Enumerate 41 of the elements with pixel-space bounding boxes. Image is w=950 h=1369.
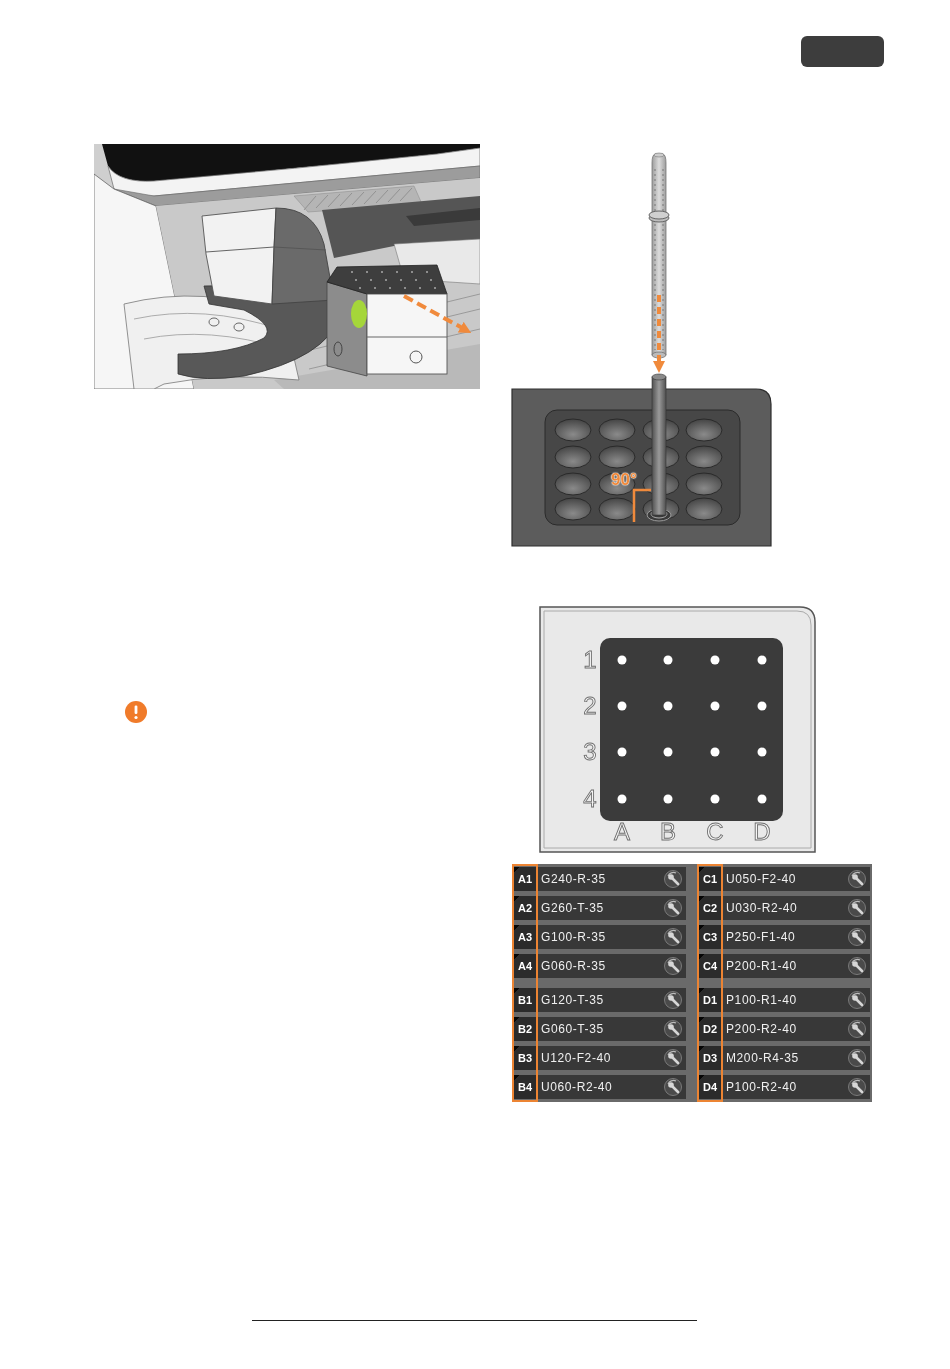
tool-code: G060-T-35 xyxy=(541,1021,604,1038)
angle-label: 90° xyxy=(611,470,637,489)
tool-code: G240-R-35 xyxy=(541,871,606,888)
slot-label: C3 xyxy=(699,925,721,949)
tool-code: U050-F2-40 xyxy=(726,871,797,888)
slot-label: B1 xyxy=(514,988,536,1012)
column-letter: D xyxy=(752,818,772,846)
slot-label: C4 xyxy=(699,954,721,978)
slot-label: A3 xyxy=(514,925,536,949)
slot-label: D3 xyxy=(699,1046,721,1070)
tool-code: P200-R1-40 xyxy=(726,958,797,975)
slot-label: B2 xyxy=(514,1017,536,1041)
tool-code: U030-R2-40 xyxy=(726,900,798,917)
section-tab xyxy=(801,36,884,67)
tool-code: M200-R4-35 xyxy=(726,1050,799,1067)
tool-code: G060-R-35 xyxy=(541,958,606,975)
column-letter: B xyxy=(659,818,677,846)
slot-label: B4 xyxy=(514,1075,536,1099)
tool-code: G260-T-35 xyxy=(541,900,604,917)
tool-code: U120-F2-40 xyxy=(541,1050,612,1067)
tool-code: U060-R2-40 xyxy=(541,1079,613,1096)
slot-label: D1 xyxy=(699,988,721,1012)
slot-label: C1 xyxy=(699,867,721,891)
slot-label: D2 xyxy=(699,1017,721,1041)
slot-label: B3 xyxy=(514,1046,536,1070)
slot-label: D4 xyxy=(699,1075,721,1099)
tool-code: G120-T-35 xyxy=(541,992,604,1009)
slot-label: A2 xyxy=(514,896,536,920)
row-number: 1 xyxy=(582,646,598,674)
row-number: 2 xyxy=(582,692,598,720)
tool-code: G100-R-35 xyxy=(541,929,606,946)
slot-label: C2 xyxy=(699,896,721,920)
tool-code: P250-F1-40 xyxy=(726,929,796,946)
row-number: 4 xyxy=(582,785,598,813)
slot-label: A4 xyxy=(514,954,536,978)
tool-code: P100-R2-40 xyxy=(726,1079,797,1096)
slot-label: A1 xyxy=(514,867,536,891)
column-letter: A xyxy=(612,818,632,846)
tool-code: P100-R1-40 xyxy=(726,992,797,1009)
column-letter: C xyxy=(705,818,725,846)
tool-code: P200-R2-40 xyxy=(726,1021,797,1038)
